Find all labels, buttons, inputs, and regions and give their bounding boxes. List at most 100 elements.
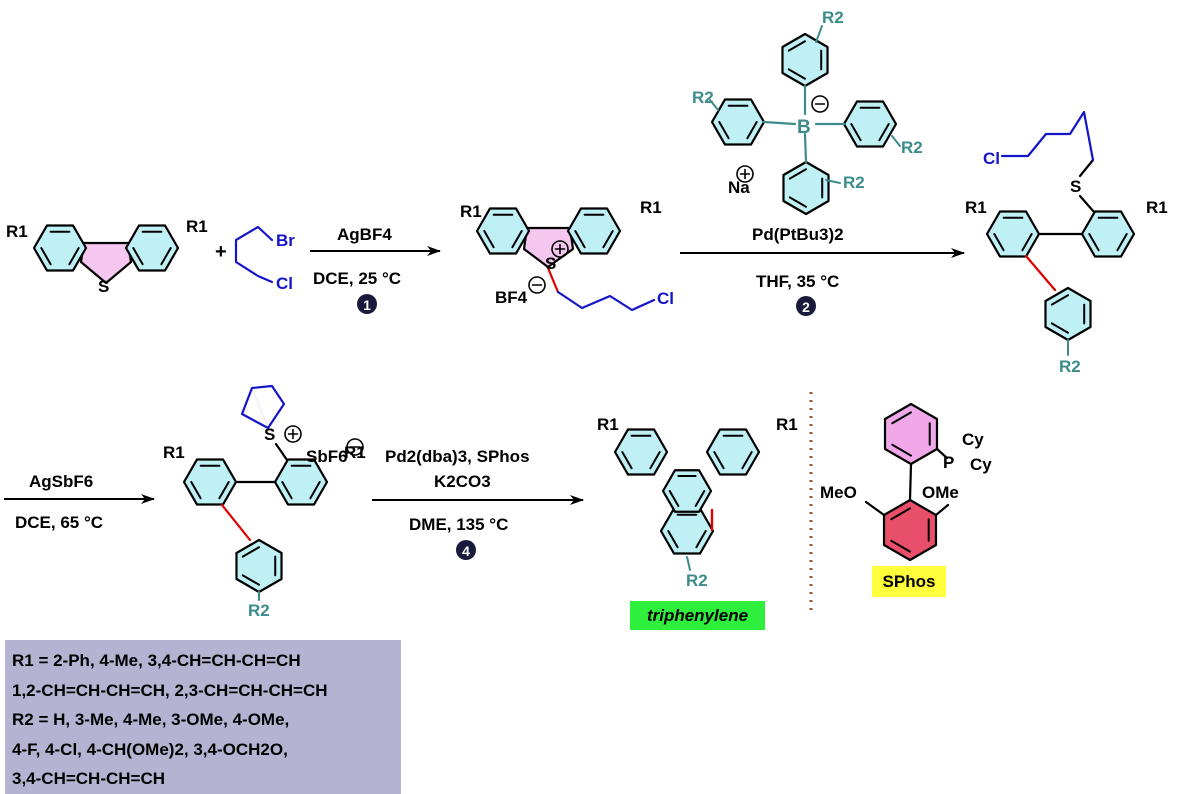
r2-label: R2 [843, 173, 865, 192]
step4-reagent-base: K2CO3 [434, 472, 491, 491]
double-bond [667, 530, 679, 549]
r2-label: R2 [1059, 357, 1081, 376]
double-bond [718, 121, 730, 140]
step1-number-badge [357, 294, 377, 314]
chloro-label-2: Cl [657, 289, 674, 308]
double-bond [281, 481, 293, 500]
double-bond [649, 451, 661, 470]
r2-bond [709, 99, 719, 111]
double-bond [1116, 233, 1128, 252]
r1-label: R1 [776, 415, 798, 434]
double-bond [1021, 233, 1033, 252]
double-bond [787, 68, 806, 80]
double-bond [574, 230, 586, 249]
substituent-line: R2 = H, 3-Me, 4-Me, 3-OMe, 4-OMe, [12, 710, 290, 729]
chloro-label: Cl [276, 274, 293, 293]
double-bond [695, 530, 707, 549]
double-bond [132, 247, 144, 266]
double-bond [190, 481, 202, 500]
negative-charge [346, 438, 364, 456]
aryl-aryl-bond [220, 503, 252, 542]
r2-bond [815, 25, 823, 43]
double-bond [741, 451, 753, 470]
r1-label: R1 [6, 222, 28, 241]
step4-conditions: DME, 135 °C [409, 515, 508, 534]
double-bond [850, 123, 862, 142]
negative-charge [811, 95, 829, 113]
double-bond [68, 247, 80, 266]
double-bond [746, 121, 758, 140]
r1-label: R1 [640, 198, 662, 217]
b-c-bond [803, 132, 808, 164]
r1-label: R1 [344, 443, 366, 462]
step1-reagent: AgBF4 [337, 225, 392, 244]
step2-number-badge [796, 296, 816, 316]
new-c-c-bond [1024, 254, 1057, 292]
r1-label: R1 [1146, 198, 1168, 217]
cyclohexyl-1: Cy [962, 430, 984, 449]
double-bond [878, 123, 890, 142]
step4-number: 4 [462, 543, 470, 559]
substituent-line: 3,4-CH=CH-CH=CH [12, 769, 166, 788]
c-o-bond [864, 500, 886, 517]
step4-number-badge [456, 540, 476, 560]
c-s-bond [274, 442, 289, 462]
double-bond [787, 40, 806, 52]
double-bond [602, 230, 614, 249]
r2-label: R2 [901, 138, 923, 157]
r2-label: R2 [692, 88, 714, 107]
chloro-label-3: Cl [983, 149, 1000, 168]
positive-charge [551, 240, 569, 258]
double-bond [511, 230, 523, 249]
double-bond [241, 574, 260, 586]
step2-conditions: THF, 35 °C [756, 272, 839, 291]
ring-opening-bond [546, 266, 560, 294]
c-p-bond [935, 447, 949, 460]
positive-charge [284, 425, 302, 443]
ring-close [251, 387, 269, 429]
cyclohexyl-2: Cy [970, 455, 992, 474]
s-c-bond [1078, 194, 1096, 214]
thiophene-ring [79, 241, 133, 285]
b-c-bond [762, 120, 797, 126]
double-bond [1088, 233, 1100, 252]
chlorobutyl-chain [556, 290, 656, 312]
negative-charge [528, 276, 546, 294]
step2-number: 2 [802, 299, 810, 315]
boron-label: B [797, 117, 811, 138]
r2-label: R2 [822, 8, 844, 27]
r2-bond [686, 556, 691, 571]
r2-label: R2 [686, 571, 708, 590]
s-chain [1078, 158, 1095, 178]
thiolanium-s-label: S [264, 425, 275, 444]
plus-sign: + [215, 241, 227, 263]
substituent-legend: R1 = 2-Ph, 4-Me, 3,4-CH=CH-CH=CH 1,2-CH=… [5, 640, 401, 794]
triphenylene-tag: triphenylene [630, 601, 765, 630]
r1-label: R1 [460, 202, 482, 221]
double-bond [1050, 294, 1069, 306]
bromo-label: Br [276, 231, 295, 250]
sulfide-s-label: S [1070, 177, 1081, 196]
double-bond [891, 411, 912, 425]
double-bond [241, 546, 260, 558]
double-bond [788, 168, 807, 180]
r2-bond [825, 179, 841, 184]
double-bond [483, 230, 495, 249]
bf4-counterion: BF4 [495, 288, 528, 307]
double-bond [40, 247, 52, 266]
substituent-line: 1,2-CH=CH-CH=CH, 2,3-CH=CH-CH=CH [12, 680, 328, 700]
step1-conditions: DCE, 25 °C [313, 269, 401, 288]
double-bond [621, 451, 633, 470]
r1-label: R1 [965, 198, 987, 217]
double-bond [890, 507, 911, 521]
r2-label: R2 [248, 601, 270, 620]
phosphorus-label: P [943, 453, 954, 472]
step2-reagent: Pd(PtBu3)2 [752, 225, 844, 244]
r1-label: R1 [597, 415, 619, 434]
double-bond [309, 481, 321, 500]
double-bond [218, 481, 230, 500]
r1-label: R1 [163, 443, 185, 462]
methoxy-right: OMe [922, 483, 959, 502]
